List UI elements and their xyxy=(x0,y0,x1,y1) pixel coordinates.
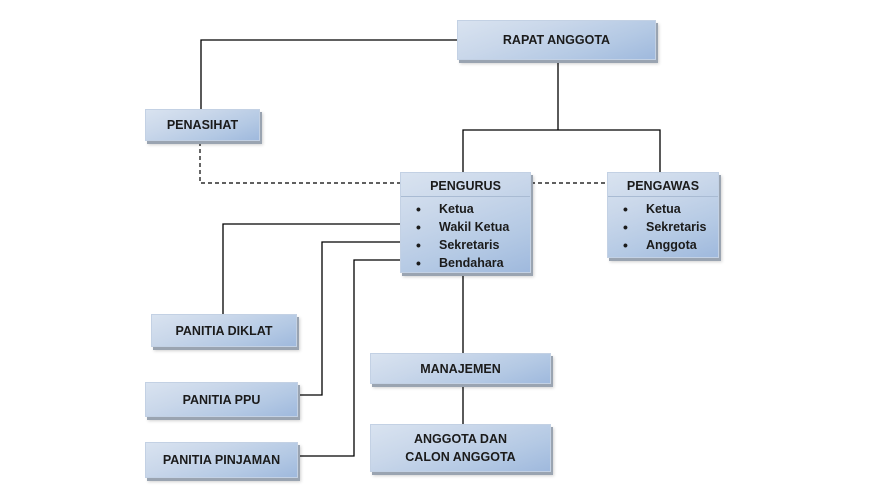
bullet-icon: • xyxy=(623,201,628,217)
node-label: PENGURUS xyxy=(401,173,530,197)
node-pengurus[interactable]: PENGURUS • Ketua • Wakil Ketua • Sekretaris… xyxy=(400,172,531,273)
bullet-icon: • xyxy=(416,255,421,271)
bullet-icon: • xyxy=(416,237,421,253)
edge-rapat-penasihat xyxy=(200,39,457,109)
node-label: MANAJEMEN xyxy=(420,361,501,376)
bullet-icon: • xyxy=(623,237,628,253)
node-label: ANGGOTA DAN CALON ANGGOTA xyxy=(405,430,515,466)
node-label: PANITIA DIKLAT xyxy=(175,323,273,338)
node-label: PANITIA PPU xyxy=(182,392,261,407)
node-pengawas[interactable]: PENGAWAS • Ketua • Sekretaris • Anggota xyxy=(607,172,719,258)
node-label-line1: ANGGOTA DAN xyxy=(413,432,508,446)
member-label: Ketua xyxy=(439,202,474,216)
list-item: • Ketua xyxy=(401,200,530,218)
member-label: Wakil Ketua xyxy=(439,220,510,234)
bullet-icon: • xyxy=(623,219,628,235)
list-item: • Sekretaris xyxy=(608,218,718,236)
node-label-line2: CALON ANGGOTA xyxy=(405,450,516,464)
member-list: • Ketua • Wakil Ketua • Sekretaris • Bendaha… xyxy=(401,197,530,272)
bullet-icon: • xyxy=(416,201,421,217)
member-label: Sekretaris xyxy=(439,238,500,252)
list-item: • Sekretaris xyxy=(401,236,530,254)
edge-pengurus-ppu xyxy=(298,241,400,396)
edge-pengurus-pinjaman xyxy=(298,259,400,457)
list-item: • Anggota xyxy=(608,236,718,254)
node-panitia-diklat[interactable]: PANITIA DIKLAT xyxy=(151,314,297,347)
member-label: Sekretaris xyxy=(646,220,707,234)
node-manajemen[interactable]: MANAJEMEN xyxy=(370,353,551,384)
node-penasihat[interactable]: PENASIHAT xyxy=(145,109,260,141)
edge-penasihat-pengurus-dashed xyxy=(199,142,400,184)
list-item: • Wakil Ketua xyxy=(401,218,530,236)
list-item: • Bendahara xyxy=(401,254,530,272)
member-label: Anggota xyxy=(646,238,697,252)
node-label: RAPAT ANGGOTA xyxy=(502,33,611,47)
node-anggota-calon-anggota[interactable]: ANGGOTA DAN CALON ANGGOTA xyxy=(370,424,551,472)
node-rapat-anggota[interactable]: RAPAT ANGGOTA xyxy=(457,20,656,60)
node-panitia-ppu[interactable]: PANITIA PPU xyxy=(145,382,298,417)
member-label: Ketua xyxy=(646,202,681,216)
node-label: PANITIA PINJAMAN xyxy=(162,453,281,467)
node-panitia-pinjaman[interactable]: PANITIA PINJAMAN xyxy=(145,442,298,478)
bullet-icon: • xyxy=(416,219,421,235)
node-label: PENASIHAT xyxy=(166,118,239,132)
node-label: PENGAWAS xyxy=(608,173,718,197)
edge-trunk-pengurus xyxy=(462,129,661,172)
member-list: • Ketua • Sekretaris • Anggota xyxy=(608,197,718,254)
edge-pengurus-diklat xyxy=(222,223,400,315)
member-label: Bendahara xyxy=(439,256,504,270)
list-item: • Ketua xyxy=(608,200,718,218)
